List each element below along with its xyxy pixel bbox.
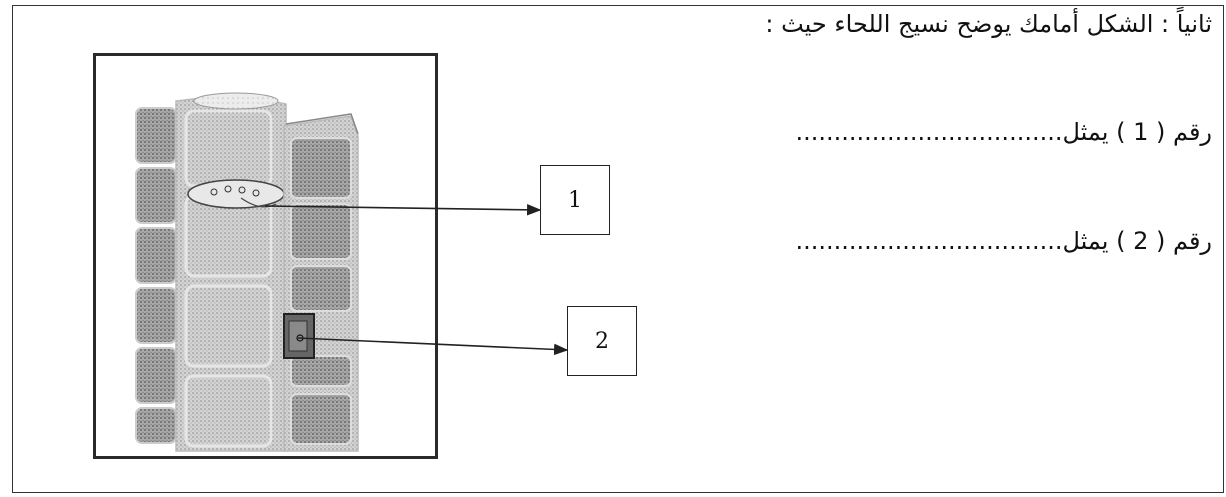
- answer-blank-1[interactable]: ...................................: [795, 118, 1063, 146]
- answer-blank-2[interactable]: ...................................: [795, 227, 1063, 255]
- companion-cell: [283, 313, 315, 359]
- question-heading: ثانياً : الشكل أمامك يوضح نسيج اللحاء حي…: [765, 10, 1212, 38]
- phloem-tissue-illustration: [135, 92, 359, 452]
- label-box-1: 1: [540, 165, 610, 235]
- sieve-tube-column: [175, 92, 287, 452]
- answer-label-2: رقم ( 2 ) يمثل: [1062, 227, 1212, 255]
- right-cell-column: [283, 113, 359, 452]
- label-box-2: 2: [567, 306, 637, 376]
- label-number-1: 1: [568, 187, 582, 213]
- answer-line-1: رقم ( 1 ) يمثل..........................…: [795, 118, 1212, 146]
- question-frame: [12, 5, 1224, 493]
- left-cell-column: [135, 107, 177, 444]
- answer-label-1: رقم ( 1 ) يمثل: [1062, 118, 1212, 146]
- answer-line-2: رقم ( 2 ) يمثل..........................…: [795, 227, 1212, 255]
- sieve-plate: [187, 179, 285, 209]
- label-number-2: 2: [595, 328, 609, 354]
- phloem-figure: [93, 53, 438, 459]
